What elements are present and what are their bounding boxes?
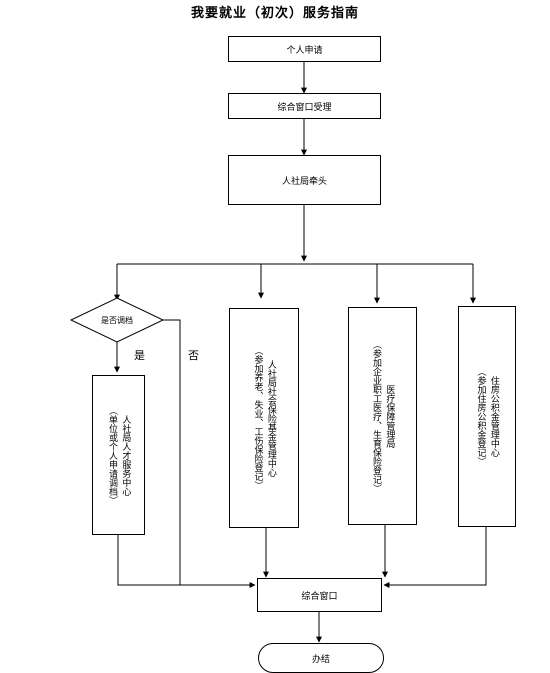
step-final-window: 综合窗口	[257, 578, 382, 612]
arrow-talent-to-final	[117, 535, 180, 586]
step-final-window-label: 综合窗口	[301, 591, 338, 602]
housing-fund-name: 住房公积金管理中心	[488, 376, 499, 457]
step-social-insurance: 人社局社会保险基金管理中心 （参加养老、失业、工伤保险登记）	[229, 308, 299, 528]
medical-name: 医疗保障管理局	[384, 384, 395, 448]
decision-label: 是否调档	[101, 316, 133, 325]
page-title: 我要就业（初次）服务指南	[190, 6, 359, 21]
step-apply-label: 个人申请	[286, 45, 323, 56]
step-lead-label: 人社局牵头	[281, 176, 327, 187]
step-medical: 医疗保障管理局 （参加企业职工医疗、生育保险登记）	[348, 307, 417, 525]
step-talent-center: 人社局人才服务中心 （单位或个人申请调档）	[92, 375, 145, 535]
step-accept-label: 综合窗口受理	[277, 102, 332, 113]
decision-diamond	[69, 297, 165, 343]
no-label: 否	[188, 349, 199, 362]
step-apply: 个人申请	[228, 36, 381, 62]
step-housing-fund: 住房公积金管理中心 （参加住房公积金登记）	[458, 306, 516, 527]
step-lead: 人社局牵头	[228, 155, 381, 205]
step-done: 办结	[258, 643, 384, 673]
medical-note: （参加企业职工医疗、生育保险登记）	[371, 339, 381, 493]
yes-label: 是	[134, 349, 145, 362]
social-insurance-note: （参加养老、失业、工伤保险登记）	[252, 346, 263, 490]
talent-center-note: （单位或个人申请调档）	[107, 405, 117, 505]
arrow-no-to-final	[163, 319, 256, 588]
social-insurance-name: 人社局社会保险基金管理中心	[265, 359, 276, 477]
step-accept: 综合窗口受理	[228, 93, 381, 119]
step-done-label: 办结	[311, 654, 330, 665]
housing-fund-note: （参加住房公积金登记）	[475, 367, 486, 466]
talent-center-name: 人社局人才服务中心	[120, 414, 131, 496]
arrow-housing-to-final	[383, 527, 487, 588]
